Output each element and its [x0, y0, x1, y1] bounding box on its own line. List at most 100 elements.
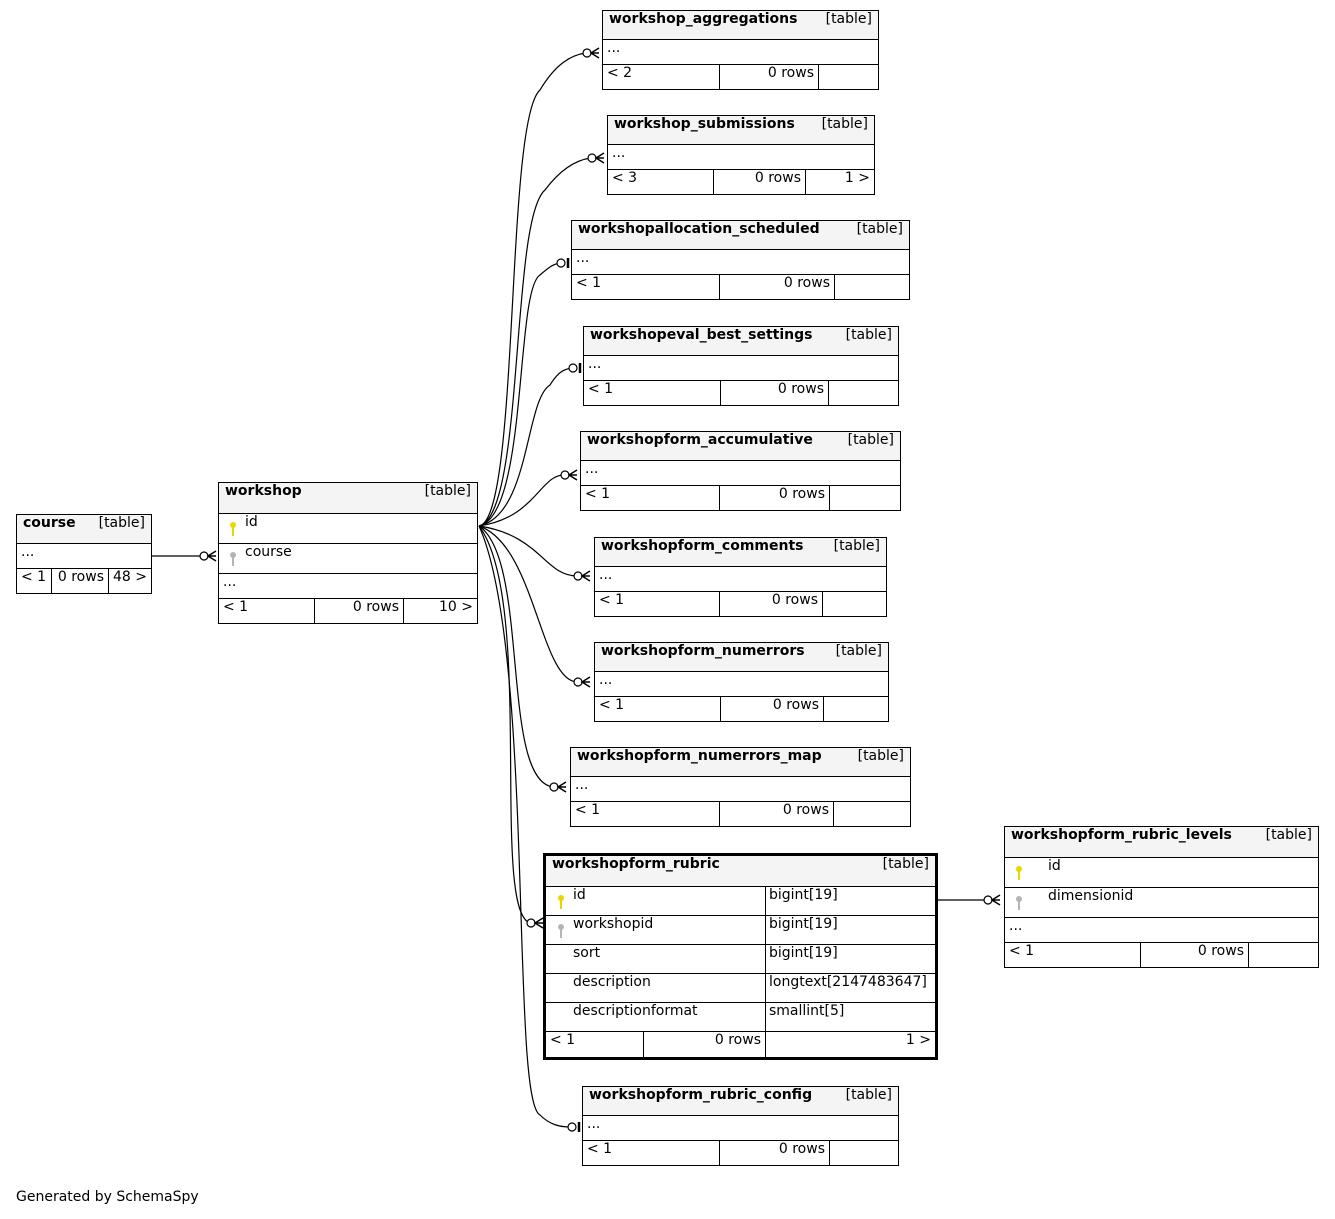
row-count: 0 rows: [767, 65, 814, 81]
table-workshopallocation-scheduled[interactable]: workshopallocation_scheduled[table] ... …: [571, 220, 910, 300]
row-count: 0 rows: [714, 1032, 761, 1048]
child-count: [823, 697, 888, 721]
foreign-key-icon: [230, 552, 236, 566]
foreign-key-icon: [1016, 896, 1022, 910]
parent-count: < 3: [612, 170, 638, 186]
column-type: bigint[19]: [769, 887, 838, 903]
row-count: 0 rows: [778, 1141, 825, 1157]
table-workshopform-numerrors[interactable]: workshopform_numerrors [table] ... < 1 0 r…: [594, 642, 889, 722]
table-name: workshopform_comments: [601, 538, 804, 554]
parent-count: < 1: [576, 275, 602, 291]
row-count: 0 rows: [782, 802, 829, 818]
table-type: [table]: [835, 643, 882, 659]
table-name: workshopform_numerrors: [601, 643, 805, 659]
column-name: dimensionid: [1048, 888, 1134, 904]
relationship-course-to-workshop: [152, 550, 217, 562]
child-count: [822, 592, 886, 616]
child-count: [828, 381, 898, 405]
more-columns: ...: [612, 145, 626, 161]
relationship-workshop-to-workshop_aggregations: [478, 47, 600, 527]
table-name: workshop_aggregations: [609, 11, 798, 27]
row-count: 0 rows: [772, 697, 819, 713]
table-name: workshop: [225, 483, 302, 499]
table-workshopform-numerrors-map[interactable]: workshopform_numerrors_map[table] ... < …: [570, 747, 911, 827]
more-columns: ...: [575, 777, 589, 793]
column-type: bigint[19]: [769, 945, 838, 961]
table-workshop[interactable]: workshop[table] id course ... < 1 0 rows…: [218, 482, 478, 624]
table-name: workshopform_accumulative: [587, 432, 813, 448]
child-count: [829, 1141, 898, 1165]
parent-count: < 1: [588, 381, 614, 397]
more-columns: ...: [599, 567, 613, 583]
column-name: sort: [573, 945, 601, 961]
child-count: [818, 65, 878, 89]
relationship-workshop-to-workshopform_accumulative: [478, 469, 578, 527]
row-count: 0 rows: [1197, 943, 1244, 959]
column-name: descriptionformat: [573, 1003, 698, 1019]
parent-count: < 1: [223, 599, 249, 615]
foreign-key-icon: [558, 924, 564, 938]
primary-key-icon: [1016, 866, 1022, 880]
column-name: id: [1048, 858, 1061, 874]
row-count: 0 rows: [783, 275, 830, 291]
relationship-workshopform_rubric-to-workshopform_rubric_levels: [938, 894, 1001, 906]
table-name: workshopform_rubric: [552, 856, 720, 872]
more-columns: ...: [599, 672, 613, 688]
table-workshopform-accumulative[interactable]: workshopform_accumulative[table] ... < 1…: [580, 431, 901, 511]
table-type: [table]: [856, 221, 903, 237]
relationship-workshop-to-workshopeval_best_settings: [478, 363, 582, 527]
parent-count: < 1: [550, 1032, 576, 1048]
parent-count: < 1: [599, 592, 625, 608]
table-type: [table]: [424, 483, 471, 499]
child-count: [833, 802, 910, 826]
table-workshopeval-best-settings[interactable]: workshopeval_best_settings[table] ... < …: [583, 326, 899, 406]
row-count: 0 rows: [777, 381, 824, 397]
parent-count: < 1: [585, 486, 611, 502]
table-workshopform-rubric-levels[interactable]: workshopform_rubric_levels [table] id dim…: [1004, 826, 1319, 968]
column-type: bigint[19]: [769, 916, 838, 932]
table-course[interactable]: course [table] ... < 1 0 rows 48 >: [16, 514, 152, 594]
table-name: workshopeval_best_settings: [590, 327, 813, 343]
column-type: longtext[2147483647]: [769, 974, 927, 990]
relationship-workshop-to-workshopallocation_scheduled: [478, 258, 570, 527]
child-count: 1 >: [844, 170, 870, 186]
table-name: workshopform_rubric_levels: [1011, 827, 1232, 843]
more-columns: ...: [576, 250, 590, 266]
table-type: [table]: [1265, 827, 1312, 843]
child-count: 10 >: [439, 599, 473, 615]
column-name: course: [245, 544, 292, 560]
relationship-workshop-to-workshopform_numerrors_map: [478, 525, 567, 793]
primary-key-icon: [230, 522, 236, 536]
table-name: workshopallocation_scheduled: [578, 221, 820, 237]
parent-count: < 1: [599, 697, 625, 713]
table-type: [table]: [845, 327, 892, 343]
row-count: 0 rows: [57, 569, 104, 585]
table-name: course: [23, 515, 76, 531]
parent-count: < 2: [607, 65, 633, 81]
table-workshopform-rubric-config[interactable]: workshopform_rubric_config[table] ... < …: [582, 1086, 899, 1166]
more-columns: ...: [585, 461, 599, 477]
table-type: [table]: [821, 116, 868, 132]
table-name: workshopform_rubric_config: [589, 1087, 813, 1103]
table-name: workshop_submissions: [614, 116, 795, 132]
parent-count: < 1: [575, 802, 601, 818]
more-columns: ...: [607, 40, 621, 56]
table-type: [table]: [98, 515, 145, 531]
primary-key-icon: [558, 895, 564, 909]
more-columns: ...: [1009, 918, 1023, 934]
column-name: description: [573, 974, 651, 990]
child-count: 48 >: [113, 569, 147, 585]
column-type: smallint[5]: [769, 1003, 845, 1019]
relationship-workshop-to-workshop_submissions: [478, 152, 605, 527]
table-type: [table]: [833, 538, 880, 554]
relationship-workshop-to-workshopform_rubric_config: [478, 525, 581, 1132]
table-type: [table]: [882, 856, 929, 872]
parent-count: < 1: [21, 569, 47, 585]
more-columns: ...: [21, 544, 35, 560]
more-columns: ...: [223, 574, 237, 590]
